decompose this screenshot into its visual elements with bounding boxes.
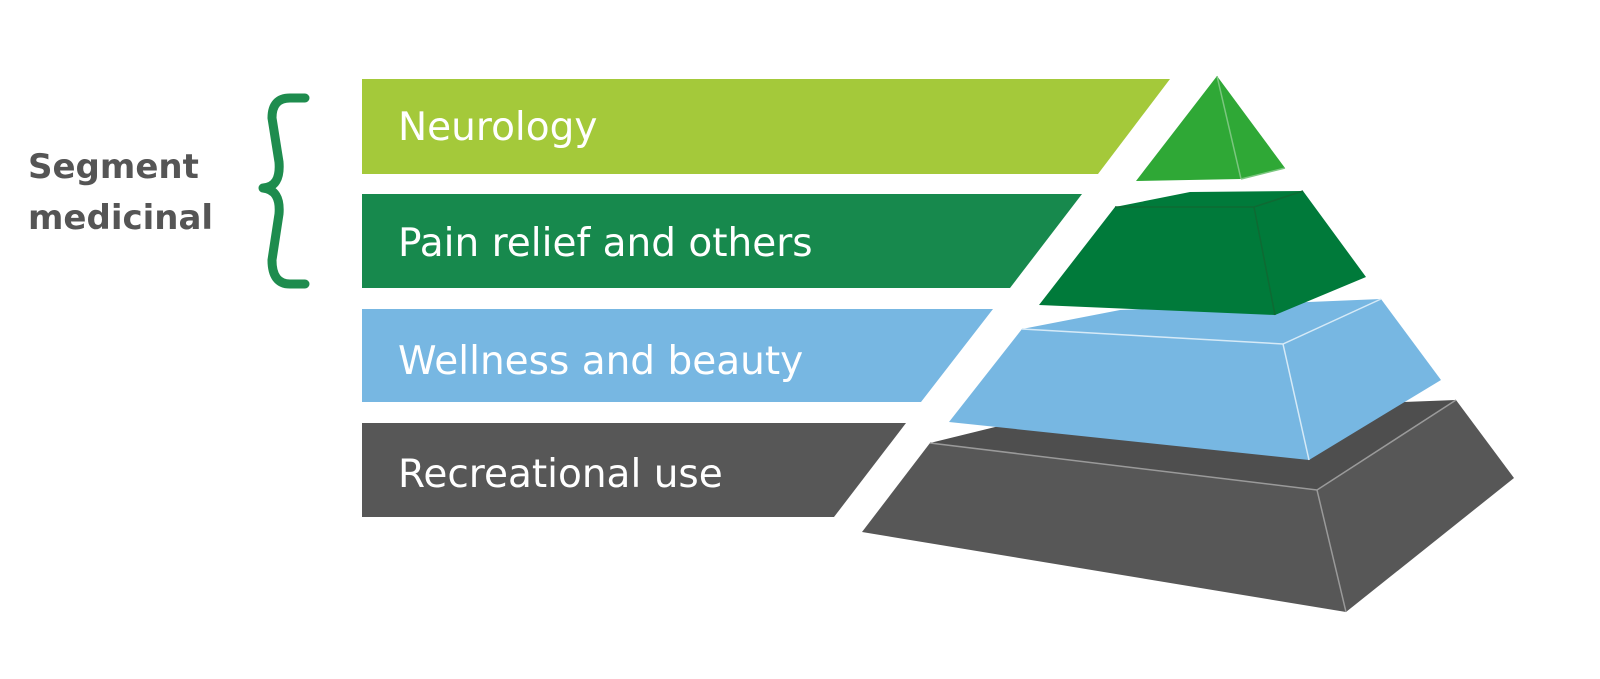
tier-pain-relief: Pain relief and others	[362, 194, 1082, 288]
pyramid-tier-recreational-front	[862, 443, 1346, 612]
segment-label-line1: Segment	[28, 147, 199, 187]
pyramid-tier-neurology-edge	[1216, 75, 1242, 180]
pyramid-tier-wellness-top	[1022, 299, 1381, 344]
pyramid-tier-wellness-right	[1283, 299, 1441, 460]
pyramid-tier-wellness	[949, 298, 1441, 461]
tier-label-wellness: Wellness and beauty	[398, 339, 803, 384]
tier-band-recreational	[362, 423, 906, 517]
pyramid-tier-wellness-edge-vertical	[1282, 343, 1310, 461]
tier-label-pain-relief: Pain relief and others	[398, 221, 813, 266]
pyramid-tier-recreational	[862, 399, 1514, 613]
tier-label-neurology: Neurology	[398, 105, 597, 150]
segment-bracket-icon	[258, 93, 310, 289]
pyramid-tier-pain-relief-top	[1115, 191, 1303, 207]
tier-band-neurology	[362, 79, 1170, 174]
pyramid-tier-pain-relief	[1039, 190, 1366, 316]
tier-band-pain-relief	[362, 194, 1082, 288]
pyramid-tier-wellness-front	[949, 329, 1309, 460]
tier-neurology: Neurology	[362, 79, 1170, 174]
pyramid-tier-neurology-left	[1136, 76, 1241, 181]
segment-label: Segment medicinal	[28, 147, 213, 238]
pyramid-tier-neurology-edge-base	[1240, 167, 1286, 180]
pyramid-tier-neurology	[1136, 75, 1286, 181]
tier-wellness: Wellness and beauty	[362, 309, 993, 402]
pyramid-tier-recreational-edge-vertical	[1316, 489, 1347, 613]
pyramid-tier-pain-relief-front	[1039, 207, 1275, 315]
tier-recreational: Recreational use	[362, 423, 906, 517]
tier-label-recreational: Recreational use	[398, 452, 723, 497]
pyramid-tier-pain-relief-right	[1254, 191, 1366, 315]
pyramid-tier-recreational-right	[1317, 400, 1514, 612]
pyramid-tier-neurology-right	[1217, 76, 1285, 179]
segment-label-line2: medicinal	[28, 198, 213, 238]
tier-band-wellness	[362, 309, 993, 402]
pyramid-3d	[862, 75, 1514, 613]
pyramid-tier-pain-relief-edge-vertical	[1253, 206, 1276, 316]
